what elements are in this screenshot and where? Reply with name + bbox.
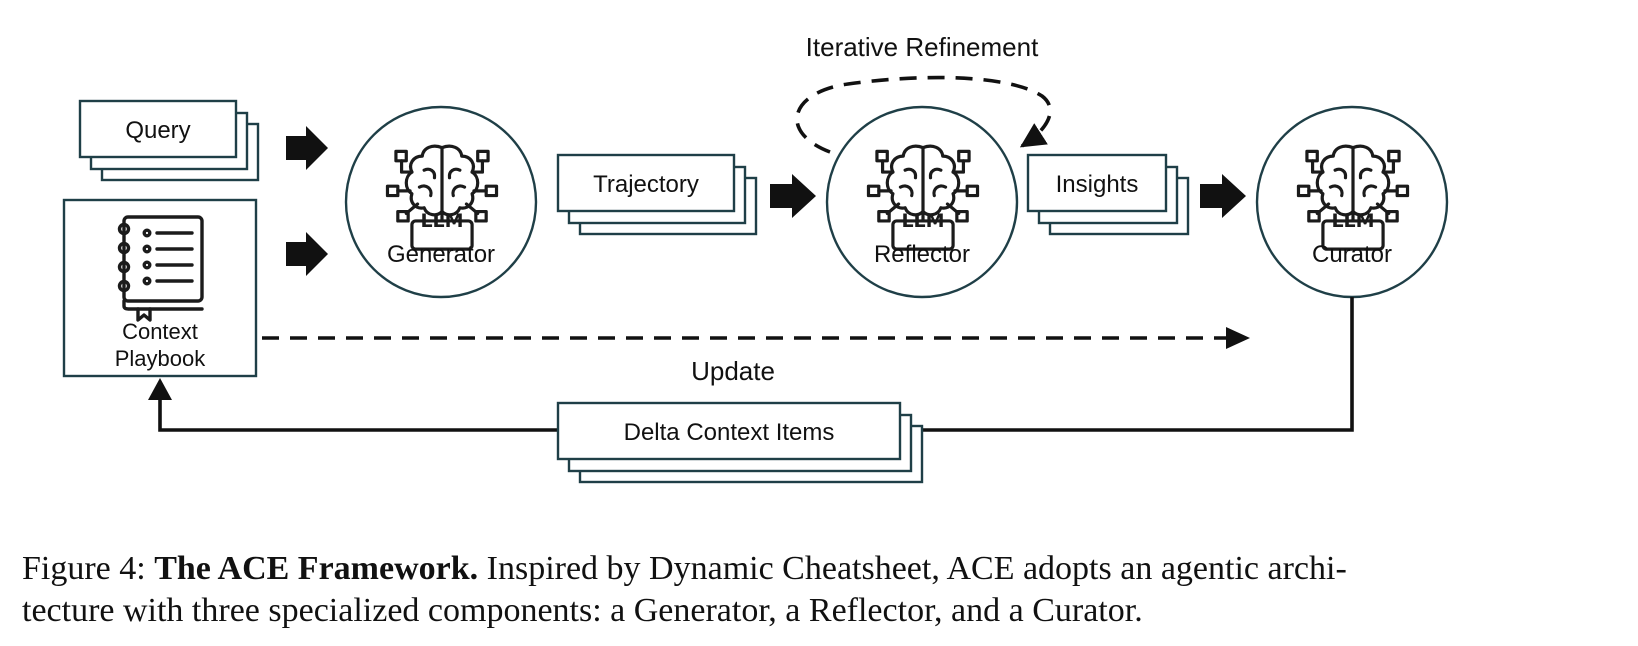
playbook-label-line2: Playbook — [115, 346, 207, 371]
arrow-query-to-generator — [286, 126, 328, 170]
update-arrowhead — [1226, 327, 1250, 349]
generator-llm-badge: LLM — [420, 210, 463, 232]
caption-figure-label: Figure 4: — [22, 550, 146, 587]
reflector-node: LLM Reflector — [825, 105, 1019, 299]
arrow-trajectory-to-reflector — [770, 174, 816, 218]
reflector-llm-badge: LLM — [901, 210, 944, 232]
generator-label: Generator — [387, 241, 495, 268]
playbook-label-line1: Context — [122, 319, 198, 344]
ace-framework-diagram: Query Context Playbook LLM Generator — [62, 32, 1449, 484]
update-label: Update — [691, 356, 775, 386]
query-node: Query — [78, 99, 260, 182]
caption-line-2: tecture with three specialized component… — [22, 592, 1143, 629]
caption-text-line1: Inspired by Dynamic Cheatsheet, ACE adop… — [486, 550, 1347, 587]
arrow-insights-to-curator — [1200, 174, 1246, 218]
insights-node: Insights — [1026, 153, 1190, 236]
generator-node: LLM Generator — [344, 105, 538, 299]
figure-caption: Figure 4: The ACE Framework. Inspired by… — [22, 548, 1622, 632]
curator-llm-badge: LLM — [1331, 210, 1374, 232]
query-label: Query — [125, 117, 190, 144]
iterative-refinement-label: Iterative Refinement — [806, 32, 1039, 62]
caption-title: The ACE Framework. — [154, 550, 479, 587]
iterative-refinement-loop — [795, 75, 1052, 154]
curator-label: Curator — [1312, 241, 1392, 268]
trajectory-node: Trajectory — [556, 153, 758, 236]
arrow-playbook-to-generator — [286, 232, 328, 276]
trajectory-label: Trajectory — [593, 171, 699, 198]
caption-line-1: Figure 4: The ACE Framework. Inspired by… — [22, 548, 1622, 590]
context-playbook-node: Context Playbook — [62, 198, 258, 378]
insights-label: Insights — [1056, 171, 1139, 198]
feedback-arrowhead — [148, 378, 172, 400]
curator-node: LLM Curator — [1255, 105, 1449, 299]
delta-context-items-node: Delta Context Items — [556, 401, 924, 484]
notebook-icon — [117, 215, 204, 322]
reflector-label: Reflector — [874, 241, 970, 268]
delta-context-items-label: Delta Context Items — [624, 419, 835, 446]
